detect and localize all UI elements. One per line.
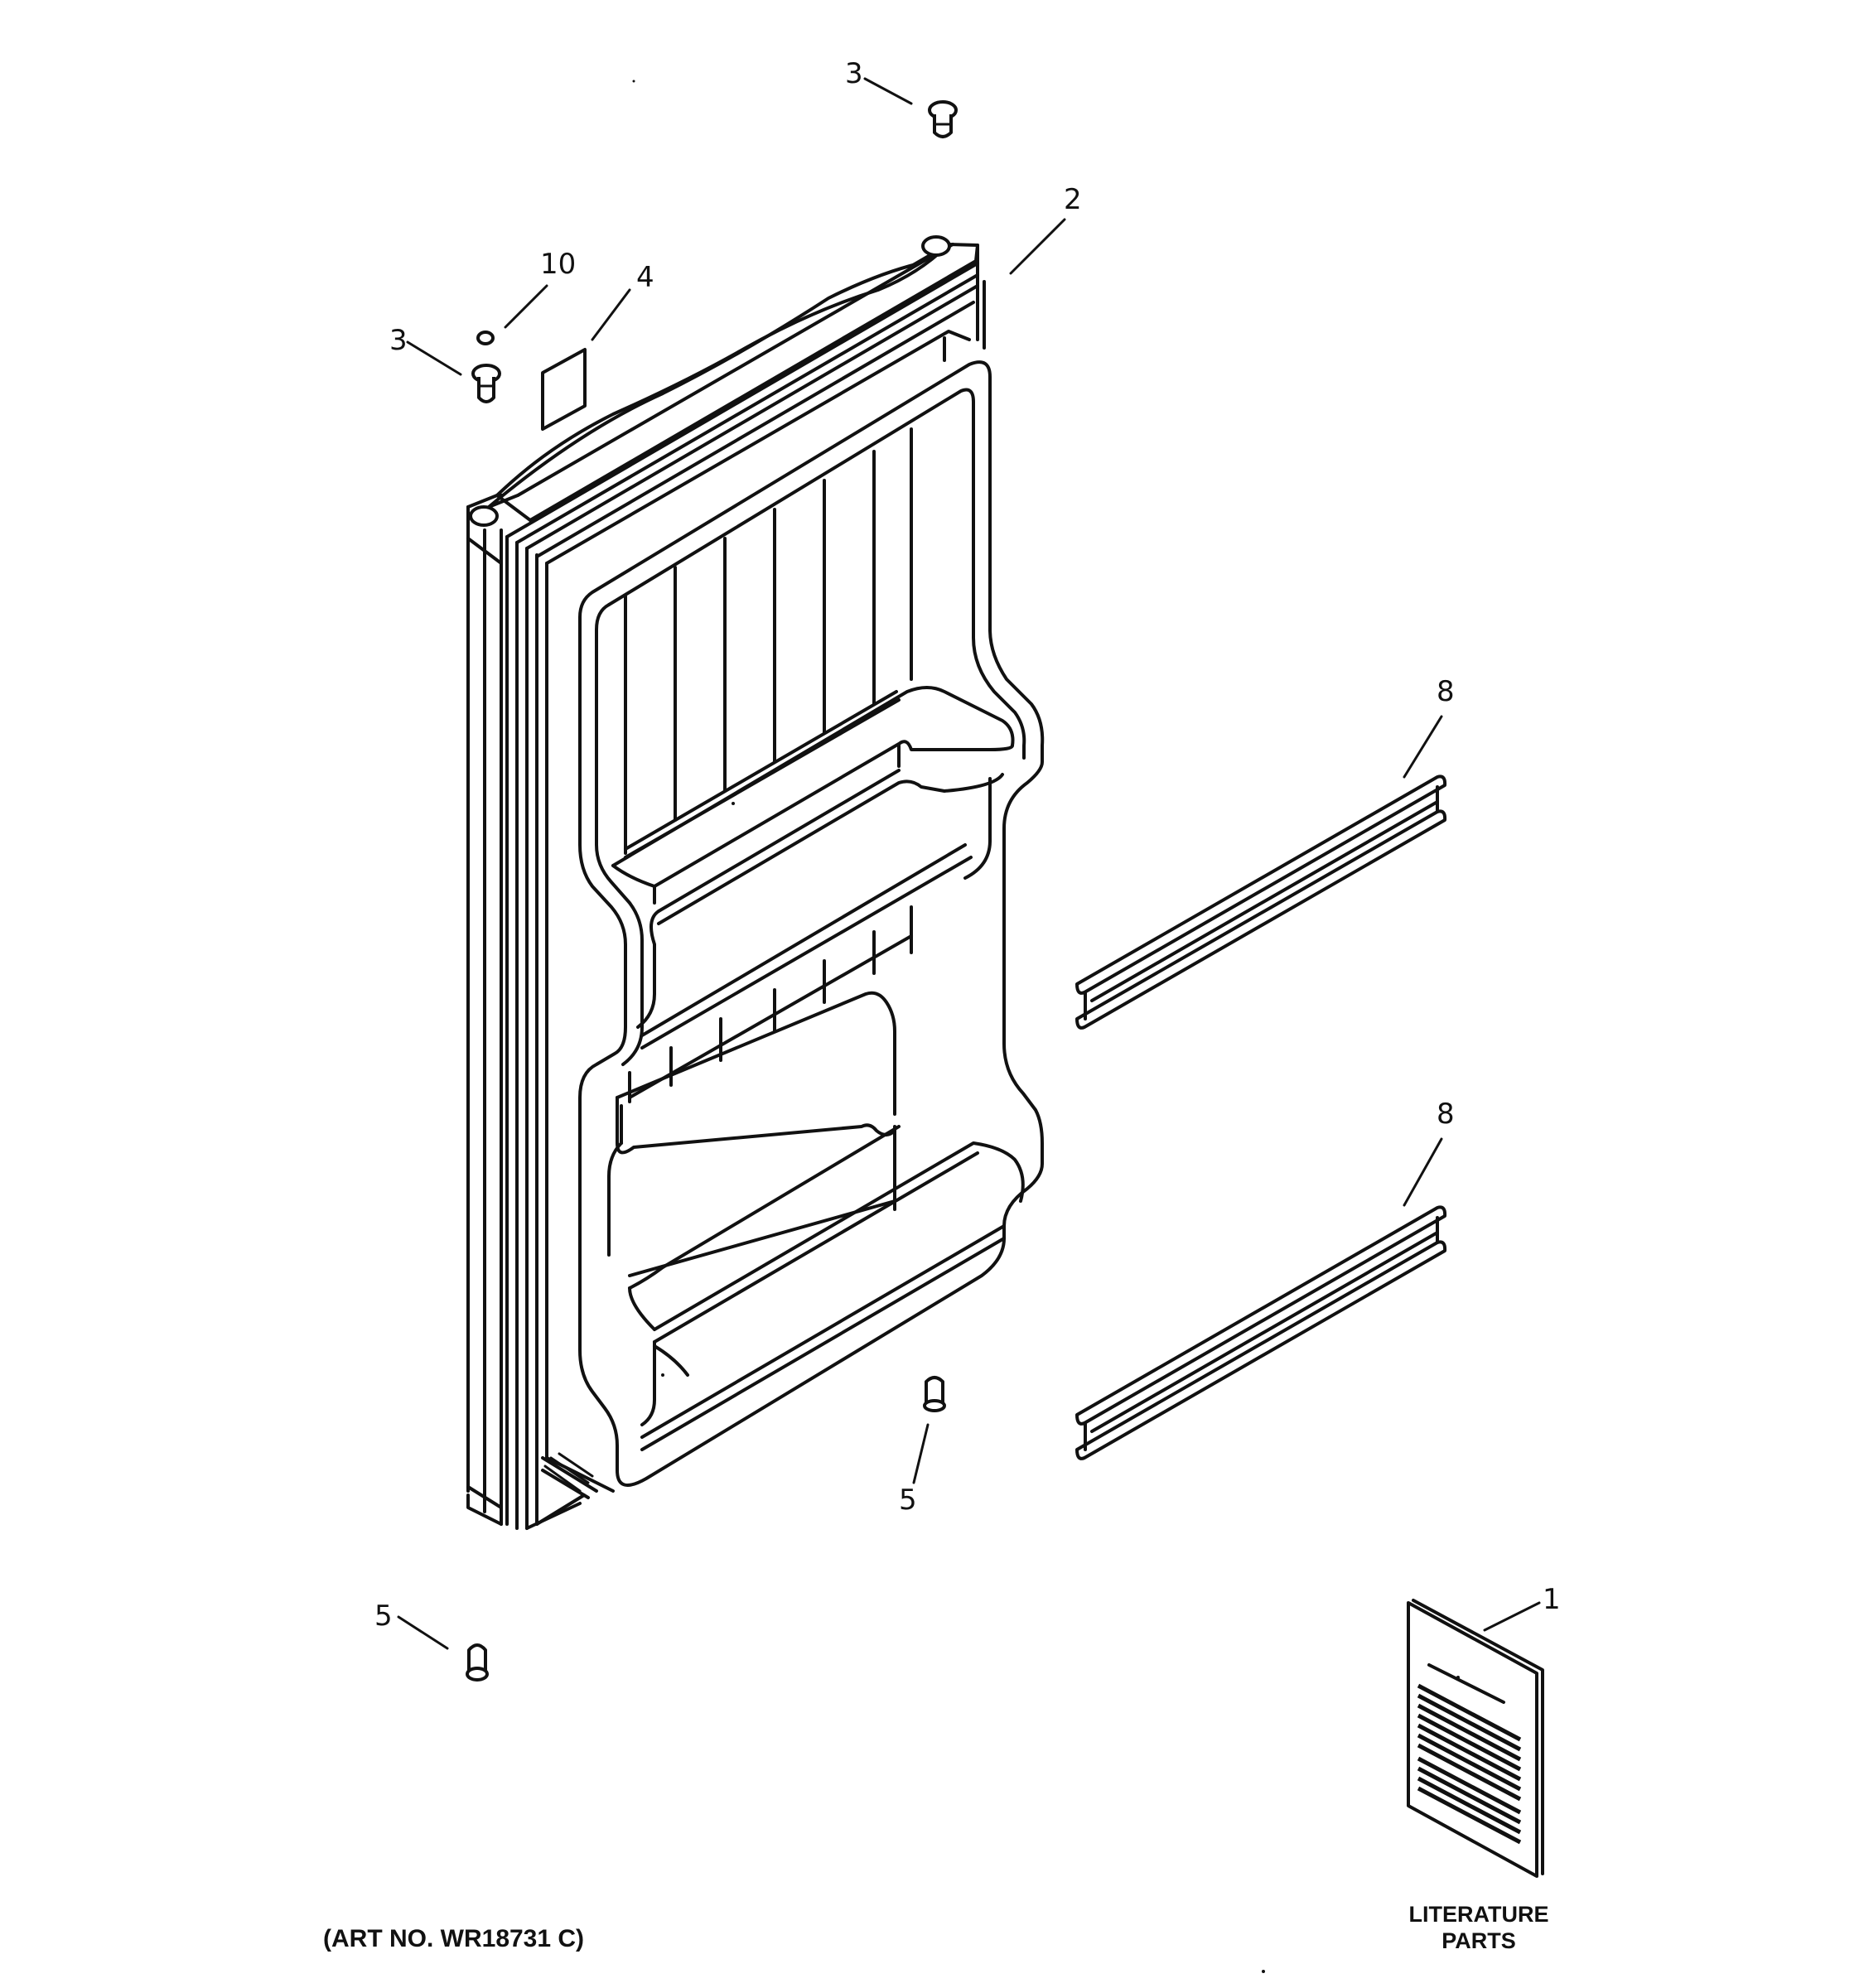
callout-part-10: 10 <box>540 248 576 281</box>
callout-part-3-top: 3 <box>845 57 863 90</box>
label-plate <box>541 348 587 431</box>
callout-part-3-left: 3 <box>389 324 408 357</box>
callout-part-2: 2 <box>1064 183 1082 216</box>
callout-part-1: 1 <box>1543 1583 1561 1616</box>
door-stop-mid <box>923 1376 946 1412</box>
art-number-caption: (ART NO. WR18731 C) <box>323 1925 584 1952</box>
literature-label-line1: LITERATURE <box>1409 1902 1549 1927</box>
trim-strip-lower <box>1075 1205 1447 1460</box>
callout-part-5-low: 5 <box>374 1600 393 1633</box>
hinge-pin-top <box>928 100 958 138</box>
callout-part-4: 4 <box>636 261 654 294</box>
hinge-pin-left <box>471 364 501 403</box>
trim-strip-upper <box>1075 774 1447 1030</box>
hinge-hole <box>469 505 499 527</box>
literature-label-line2: PARTS <box>1441 1928 1516 1953</box>
callout-part-8-lower: 8 <box>1437 1098 1455 1131</box>
callout-part-5-mid: 5 <box>899 1484 917 1517</box>
door-stop-low <box>466 1643 489 1682</box>
washer <box>476 331 495 345</box>
door-assembly <box>466 235 1045 1530</box>
literature-booklet <box>1407 1599 1544 1878</box>
hinge-hole <box>921 235 951 257</box>
callout-part-8-upper: 8 <box>1437 675 1455 708</box>
leader-lines <box>397 77 1541 1650</box>
